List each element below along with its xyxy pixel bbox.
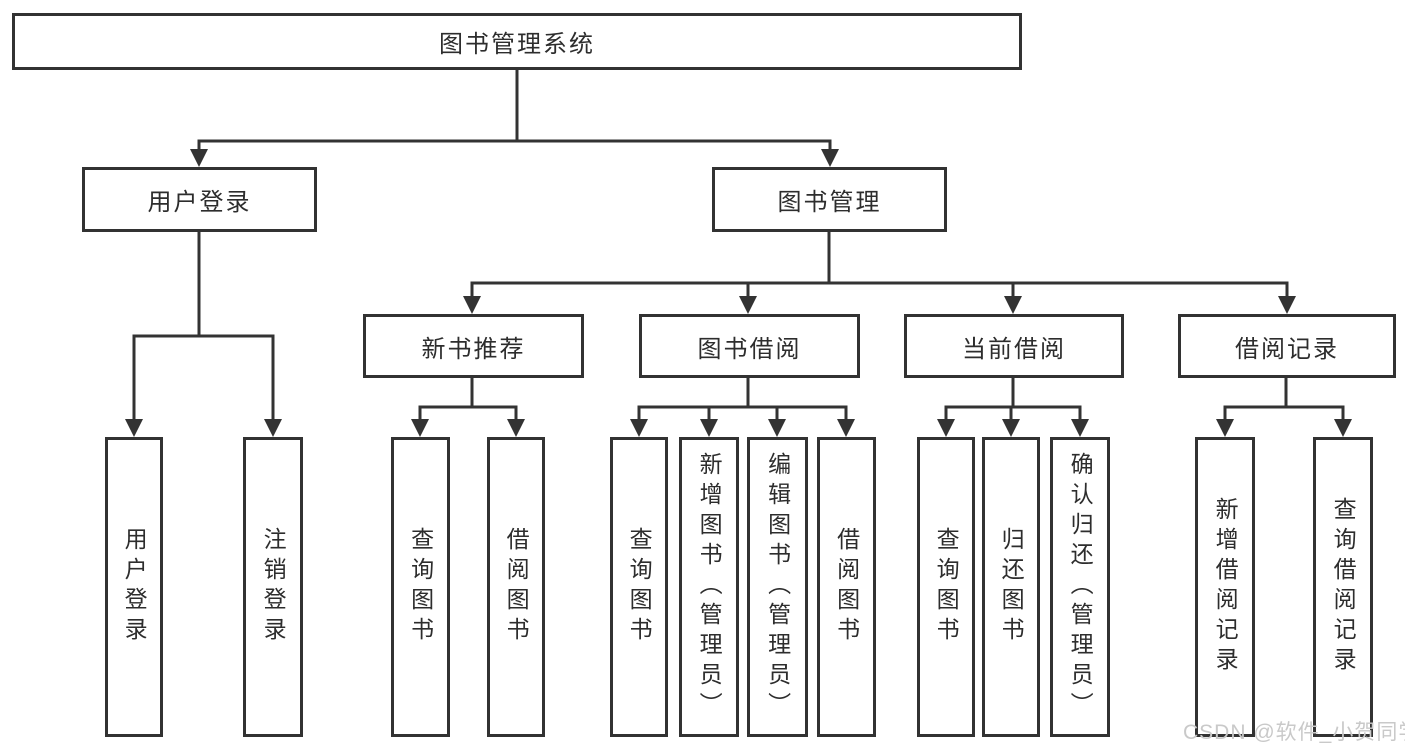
node-label: 用户登录 bbox=[121, 527, 148, 647]
node-root-system: 图书管理系统 bbox=[12, 13, 1022, 70]
node-label: 归还图书 bbox=[998, 527, 1025, 647]
node-label: 查询图书 bbox=[933, 527, 960, 647]
leaf-user-login: 用户登录 bbox=[105, 437, 163, 737]
node-label: 新增借阅记录 bbox=[1212, 497, 1239, 677]
node-label: 注销登录 bbox=[260, 527, 287, 647]
node-label: 新增图书（管理员） bbox=[696, 452, 723, 722]
node-book-borrowing: 图书借阅 bbox=[639, 314, 860, 378]
node-label: 图书管理系统 bbox=[439, 31, 595, 58]
node-label: 编辑图书（管理员） bbox=[764, 452, 791, 722]
node-book-management: 图书管理 bbox=[712, 167, 947, 232]
node-label: 图书借阅 bbox=[697, 335, 802, 363]
leaf-query-books-recommend: 查询图书 bbox=[391, 437, 450, 737]
node-label: 新书推荐 bbox=[421, 335, 526, 363]
node-label: 确认归还（管理员） bbox=[1067, 452, 1094, 722]
node-label: 借阅图书 bbox=[503, 527, 530, 647]
leaf-add-borrow-record: 新增借阅记录 bbox=[1195, 437, 1255, 737]
node-label: 查询图书 bbox=[626, 527, 653, 647]
leaf-query-books-borrowing: 查询图书 bbox=[610, 437, 668, 737]
leaf-return-books: 归还图书 bbox=[982, 437, 1040, 737]
leaf-edit-books-admin: 编辑图书（管理员） bbox=[747, 437, 808, 737]
node-user-login: 用户登录 bbox=[82, 167, 317, 232]
node-label: 当前借阅 bbox=[962, 335, 1066, 363]
leaf-query-borrow-record: 查询借阅记录 bbox=[1313, 437, 1373, 737]
node-new-book-recommend: 新书推荐 bbox=[363, 314, 584, 378]
node-label: 借阅图书 bbox=[833, 527, 860, 647]
node-label: 查询图书 bbox=[407, 527, 434, 647]
leaf-query-books-current: 查询图书 bbox=[917, 437, 975, 737]
node-label: 查询借阅记录 bbox=[1330, 497, 1357, 677]
leaf-confirm-return-admin: 确认归还（管理员） bbox=[1050, 437, 1110, 737]
node-borrowing-records: 借阅记录 bbox=[1178, 314, 1396, 378]
node-label: 图书管理 bbox=[777, 189, 882, 216]
leaf-borrow-books: 借阅图书 bbox=[817, 437, 876, 737]
leaf-borrow-books-recommend: 借阅图书 bbox=[487, 437, 545, 737]
leaf-add-books-admin: 新增图书（管理员） bbox=[679, 437, 739, 737]
node-current-borrowing: 当前借阅 bbox=[904, 314, 1124, 378]
node-label: 借阅记录 bbox=[1235, 335, 1339, 363]
csdn-watermark: CSDN @软件_小贺同学 bbox=[1183, 721, 1405, 744]
leaf-logout: 注销登录 bbox=[243, 437, 303, 737]
node-label: 用户登录 bbox=[147, 189, 252, 216]
